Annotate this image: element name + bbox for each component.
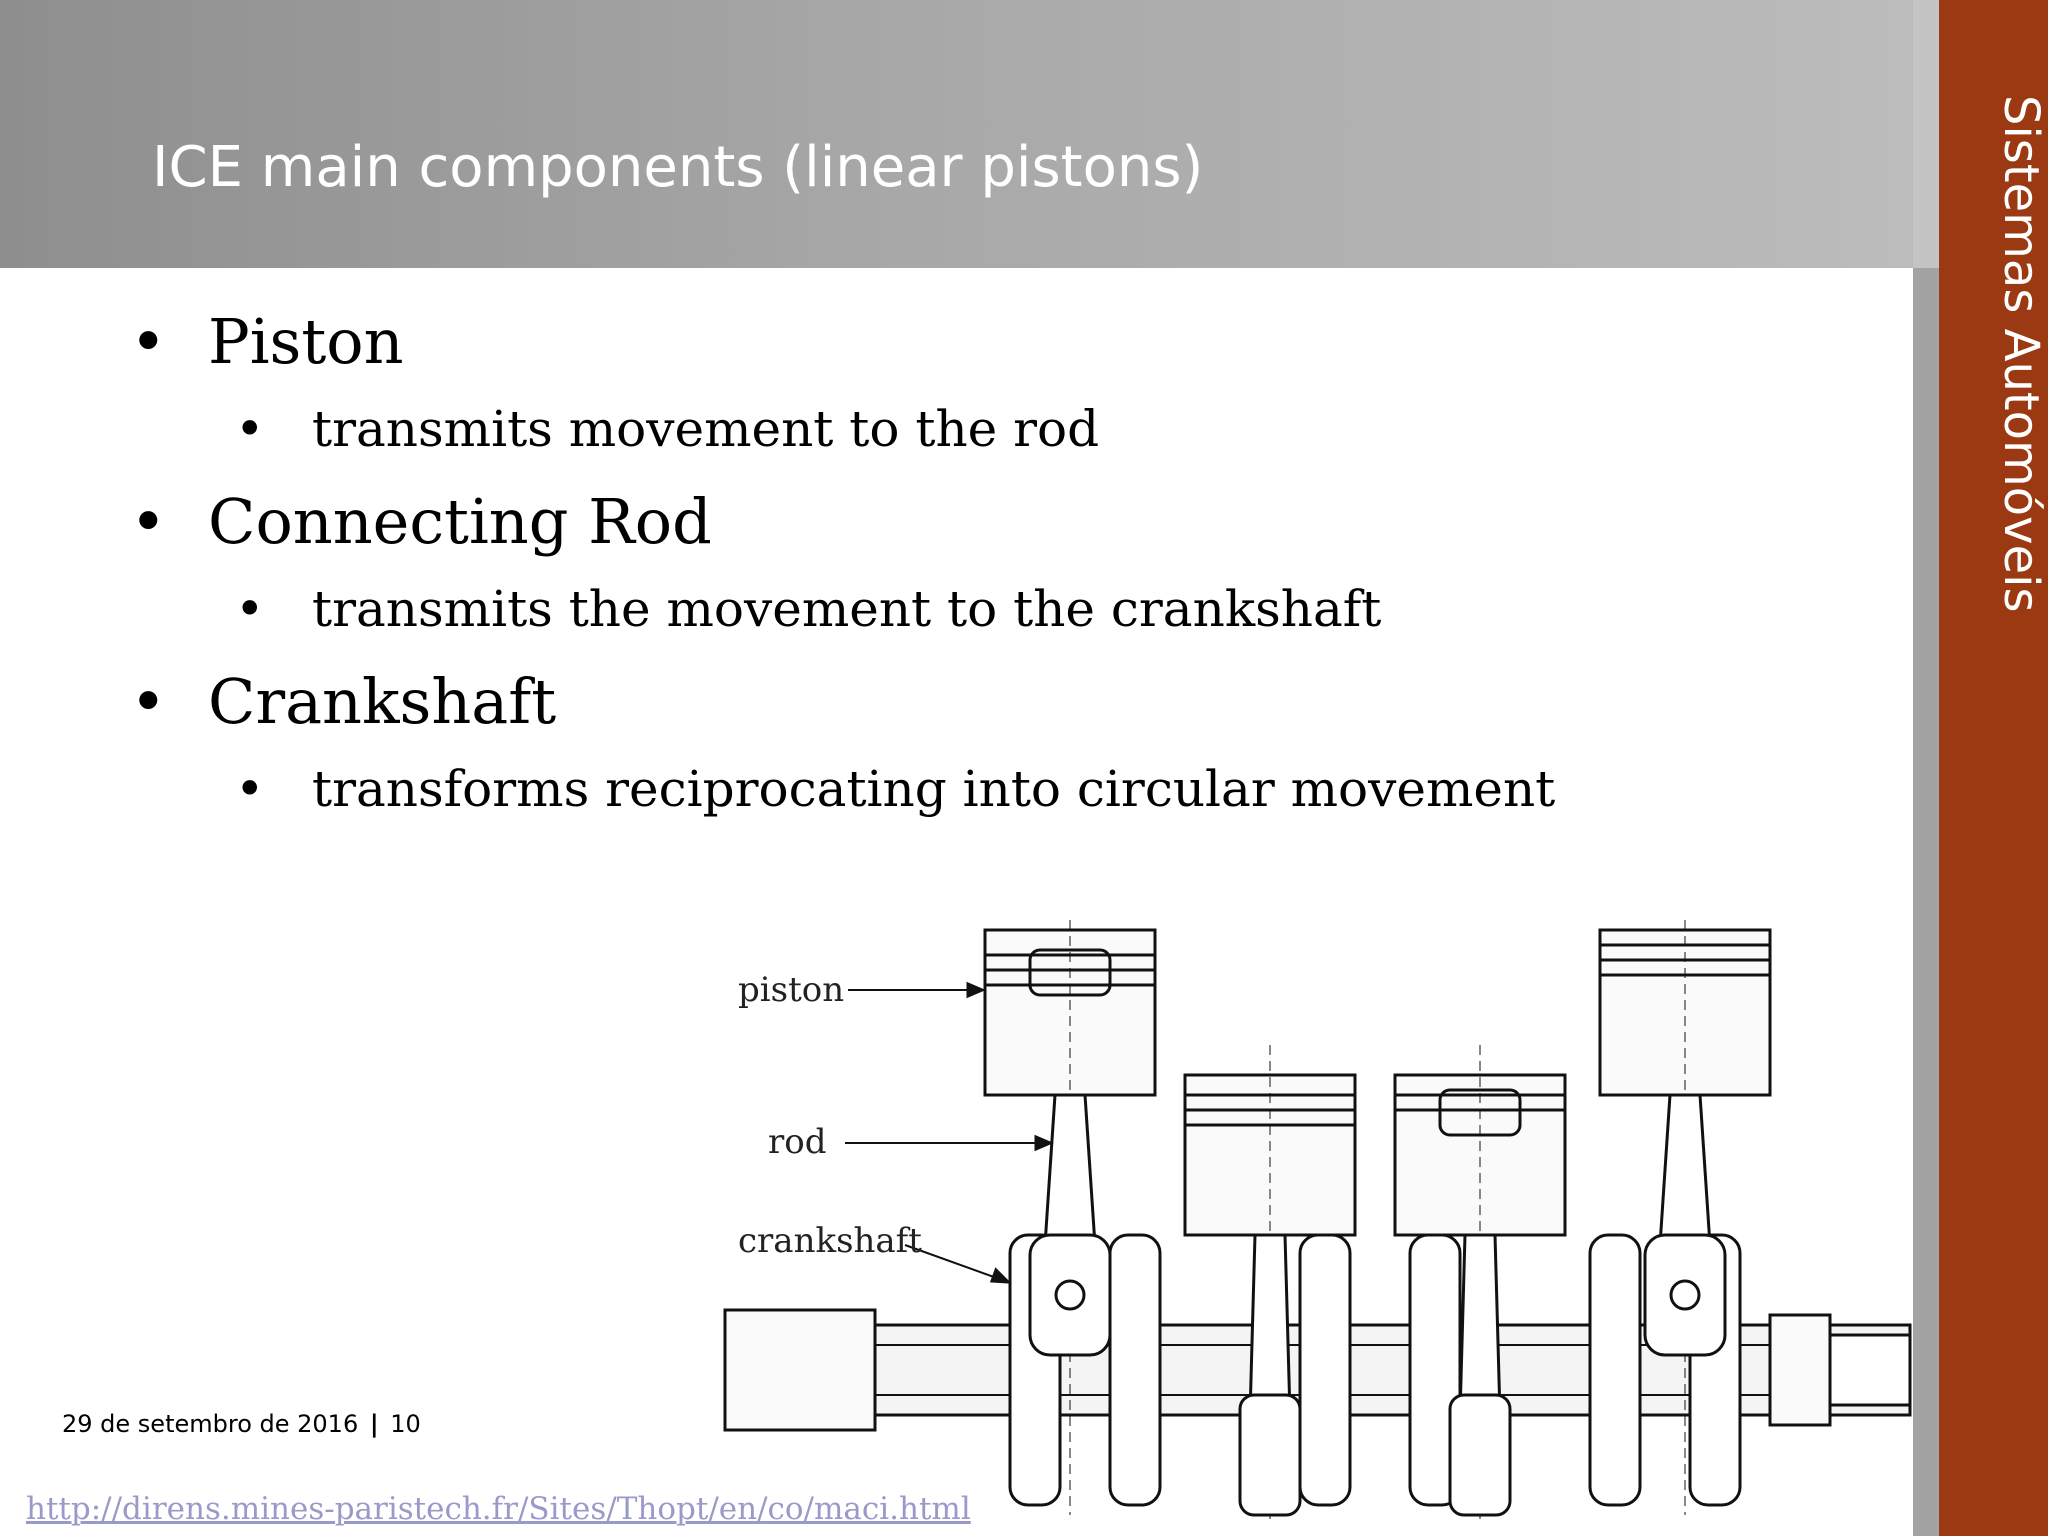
side-band [1939, 0, 2048, 1536]
piston-label: piston [738, 970, 844, 1010]
bullet-item: • Piston [130, 305, 404, 378]
bullet-dot: • [130, 665, 167, 738]
rod-1 [1043, 1093, 1097, 1247]
piston-1 [983, 920, 1157, 1515]
rod-4 [1658, 1093, 1712, 1247]
bullet-item: • Connecting Rod [130, 485, 712, 558]
sub-bullet-item: • transforms reciprocating into circular… [235, 760, 1555, 818]
bullet-item: • Crankshaft [130, 665, 556, 738]
rod-2 [1248, 1233, 1292, 1417]
sub-bullet-dot: • [235, 760, 265, 818]
page-number: 10 [390, 1410, 421, 1438]
title-bar: ICE main components (linear pistons) [0, 0, 1913, 268]
crankshaft-label: crankshaft [738, 1221, 922, 1261]
footer-separator: | [369, 1410, 379, 1438]
footer-date: 29 de setembro de 2016 [62, 1410, 359, 1438]
bullet-dot: • [130, 305, 167, 378]
crankshaft-front-end [723, 1308, 877, 1432]
side-divider [1913, 268, 1939, 1536]
slide-title: ICE main components (linear pistons) [152, 135, 1204, 200]
sub-bullet-text: transmits movement to the rod [312, 400, 1100, 458]
source-link[interactable]: http://direns.mines-paristech.fr/Sites/T… [26, 1491, 971, 1527]
side-divider-top [1913, 0, 1939, 268]
side-label: Sistemas Automóveis [1993, 95, 2048, 613]
piston-3 [1393, 1045, 1567, 1525]
bullet-label: Piston [208, 305, 404, 378]
crankshaft-drawing: piston rod crankshaft [723, 920, 1912, 1525]
sub-bullet-text: transmits the movement to the crankshaft [312, 580, 1382, 638]
rod-label: rod [768, 1122, 827, 1162]
sub-bullet-item: • transmits the movement to the cranksha… [235, 580, 1381, 638]
sub-bullet-dot: • [235, 580, 265, 638]
rod-3 [1458, 1233, 1502, 1417]
engine-diagram: piston rod crankshaft [720, 915, 1913, 1536]
sub-bullet-text: transforms reciprocating into circular m… [312, 760, 1556, 818]
bullet-label: Crankshaft [208, 665, 557, 738]
footer: 29 de setembro de 2016 | 10 [62, 1410, 421, 1438]
piston-4 [1598, 920, 1772, 1515]
bullet-label: Connecting Rod [208, 485, 712, 558]
sub-bullet-dot: • [235, 400, 265, 458]
piston-2 [1183, 1045, 1357, 1525]
bullet-dot: • [130, 485, 167, 558]
sub-bullet-item: • transmits movement to the rod [235, 400, 1099, 458]
